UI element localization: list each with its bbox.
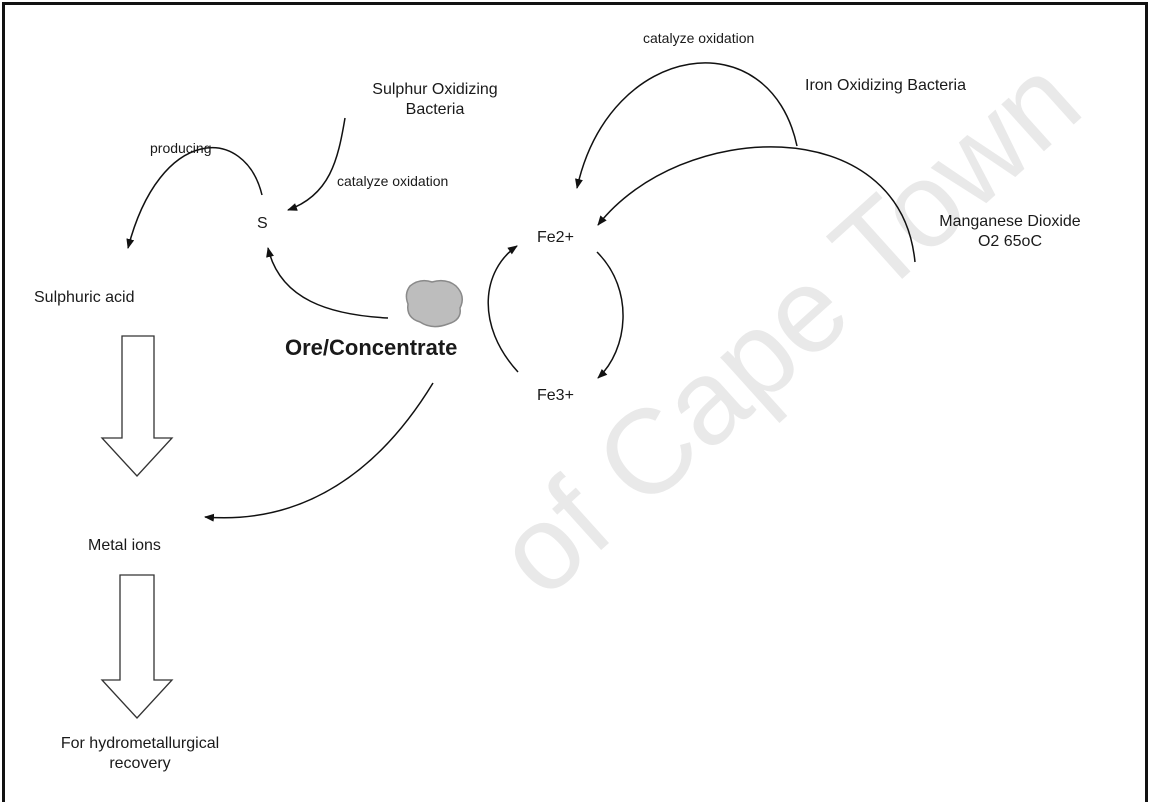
arrow-ore-to-s	[266, 247, 389, 319]
block-arrow-metal-ions-to-recovery	[100, 574, 174, 719]
arrow-ore-to-metal-ions	[204, 382, 434, 522]
node-sulphur-bacteria: Sulphur Oxidizing Bacteria	[372, 81, 498, 118]
arrow-s-to-sulphuric-acid	[126, 147, 263, 249]
node-ore-concentrate: Ore/Concentrate	[285, 335, 458, 360]
edge-label-producing: producing	[150, 140, 212, 156]
ore-rock-icon	[405, 279, 463, 328]
node-sulphuric-acid: Sulphuric acid	[34, 289, 135, 306]
block-arrow-acid-to-metal-ions	[100, 335, 174, 477]
node-iron-bacteria: Iron Oxidizing Bacteria	[805, 77, 966, 94]
node-hydrometallurgical-recovery: For hydrometallurgical recovery	[60, 735, 220, 772]
node-manganese-dioxide: Manganese Dioxide O2 65oC	[939, 213, 1081, 250]
arrow-iron-bacteria-to-fe2	[575, 62, 798, 189]
edge-label-catalyze-sulphur: catalyze oxidation	[337, 173, 449, 189]
node-sulphur: S	[257, 215, 268, 232]
node-metal-ions: Metal ions	[88, 537, 161, 554]
arrow-manganese-to-fe2	[597, 146, 916, 263]
arrow-fe2-to-fe3	[596, 251, 624, 379]
node-fe2: Fe2+	[537, 229, 574, 246]
arrow-sulphur-bacteria-to-s	[287, 117, 346, 211]
node-fe3: Fe3+	[537, 387, 574, 404]
edge-label-catalyze-iron: catalyze oxidation	[643, 30, 755, 46]
arrow-fe3-to-fe2	[487, 245, 519, 373]
